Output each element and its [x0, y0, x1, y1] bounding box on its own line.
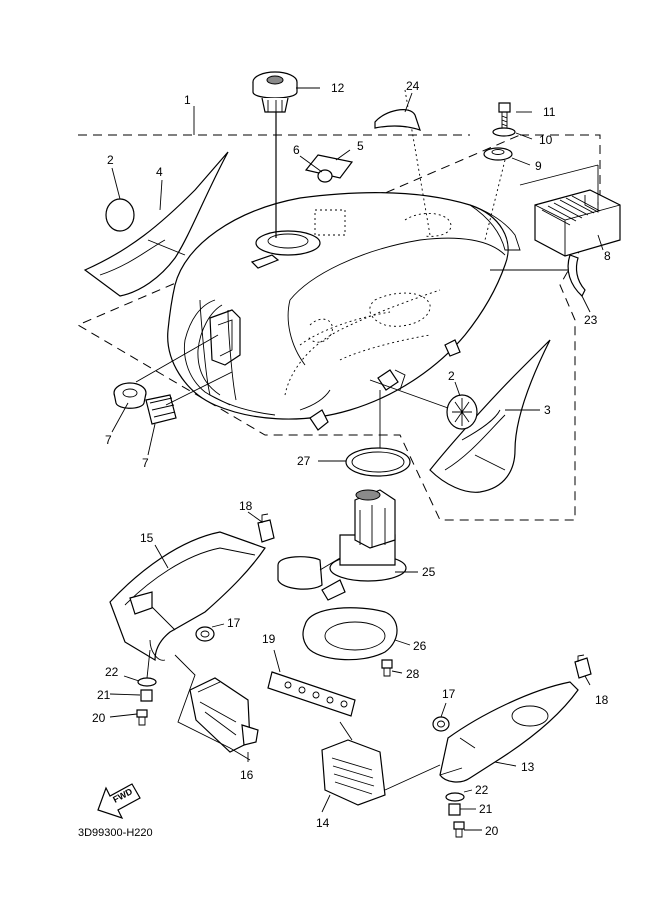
callout-26: 26 — [413, 639, 427, 653]
fuel-pump-25 — [277, 489, 407, 601]
callout-21-left: 21 — [97, 688, 111, 702]
callout-2-right: 2 — [448, 369, 455, 383]
callout-labels: 1 2 4 5 6 12 24 11 10 9 8 23 3 2 7 7 27 … — [92, 79, 611, 838]
fwd-arrow-icon: FWD — [97, 783, 141, 820]
callout-1: 1 — [184, 93, 191, 107]
callout-17-left: 17 — [227, 616, 241, 630]
knob-7-upper — [113, 382, 147, 409]
callout-16: 16 — [240, 768, 254, 782]
callout-5: 5 — [357, 139, 364, 153]
knob-7-lower — [145, 394, 177, 425]
callout-23: 23 — [584, 313, 598, 327]
fuel-tank — [167, 89, 521, 431]
callout-3: 3 — [544, 403, 551, 417]
callout-11: 11 — [543, 105, 556, 119]
callout-9: 9 — [535, 159, 542, 173]
duct-14 — [321, 739, 386, 806]
callout-19: 19 — [262, 632, 276, 646]
callout-18-left: 18 — [239, 499, 253, 513]
plate-19 — [267, 649, 356, 717]
label-6 — [317, 169, 333, 183]
callout-22-left: 22 — [105, 665, 119, 679]
damper-17-left — [195, 626, 215, 642]
collar-21-left — [140, 689, 153, 702]
callout-7-upper: 7 — [105, 433, 112, 447]
assembly-boundary — [76, 134, 601, 521]
leader-line-16 — [174, 654, 251, 761]
duct-16 — [189, 677, 259, 753]
grommet-18-left — [257, 513, 275, 543]
side-graphic-4 — [83, 151, 229, 297]
emblem-2-left — [105, 198, 135, 232]
bolt-11 — [498, 102, 511, 129]
clip-23 — [567, 254, 586, 297]
callout-8: 8 — [604, 249, 611, 263]
callout-13: 13 — [521, 760, 535, 774]
fuel-cap — [252, 71, 298, 238]
callout-21-right: 21 — [479, 802, 493, 816]
side-cover-15 — [109, 531, 266, 662]
callout-14: 14 — [316, 816, 330, 830]
side-graphic-3 — [429, 339, 551, 493]
side-cover-13 — [439, 681, 579, 783]
washer-10 — [492, 127, 516, 137]
label-5 — [304, 154, 354, 179]
callout-6: 6 — [293, 143, 300, 157]
diagram-code: 3D99300-H220 — [78, 827, 153, 839]
damper-17-right — [432, 716, 450, 732]
grommet-9 — [483, 147, 513, 161]
callout-15: 15 — [140, 531, 154, 545]
emblem-2-right — [446, 394, 478, 430]
part-24-bracket — [374, 109, 421, 131]
callout-25: 25 — [422, 565, 436, 579]
washer-22-right — [445, 792, 465, 802]
callout-27: 27 — [297, 454, 311, 468]
bolt-20-left — [136, 709, 148, 726]
washer-22-left — [137, 677, 157, 687]
callout-18-right: 18 — [595, 693, 609, 707]
gasket-27 — [345, 390, 411, 477]
bolt-28 — [381, 659, 393, 677]
bolt-20-right — [453, 821, 465, 838]
grommet-18-right — [574, 654, 592, 679]
gasket-26 — [302, 607, 398, 661]
callout-24: 24 — [406, 79, 420, 93]
callout-17-right: 17 — [442, 687, 456, 701]
callout-22-right: 22 — [475, 783, 489, 797]
callout-12: 12 — [331, 81, 345, 95]
collar-21-right — [448, 803, 461, 816]
callout-2-left: 2 — [107, 153, 114, 167]
leader-lines — [109, 87, 604, 831]
callout-28: 28 — [406, 667, 420, 681]
leader-line-14 — [339, 721, 441, 791]
callout-7-lower: 7 — [142, 456, 149, 470]
damper-8 — [519, 164, 621, 257]
callout-20-right: 20 — [485, 824, 499, 838]
callout-20-left: 20 — [92, 711, 106, 725]
callout-10: 10 — [539, 133, 553, 147]
callout-4: 4 — [156, 165, 163, 179]
